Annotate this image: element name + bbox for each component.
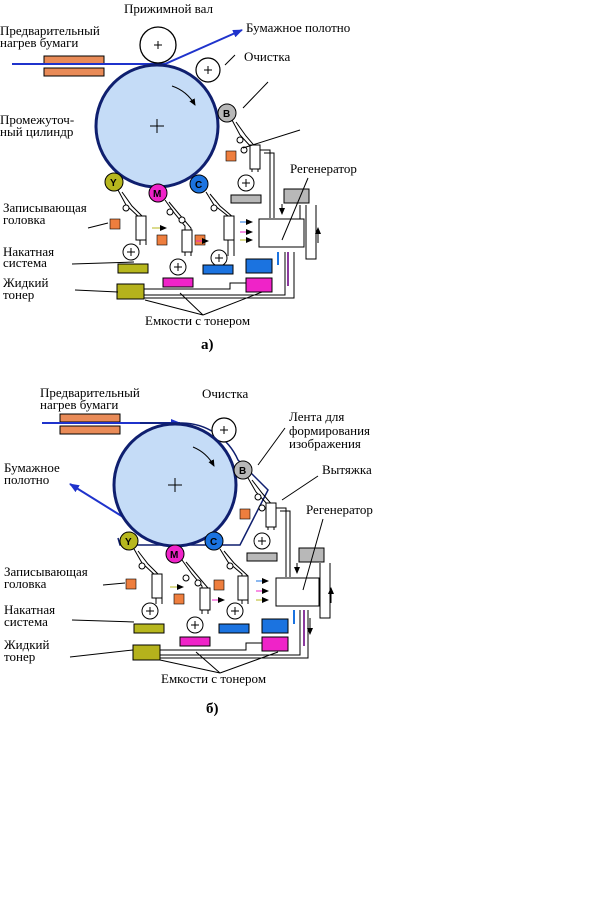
unit-c-letter-b: C — [210, 537, 217, 548]
orange-block — [213, 579, 225, 591]
label-liquid-toner-1: Жидкий — [3, 275, 48, 290]
write-head-block — [109, 218, 121, 230]
write-head-block — [125, 578, 137, 590]
preheater-bottom — [43, 67, 105, 77]
unit-y-roller-b — [119, 531, 139, 551]
orange-block — [194, 234, 206, 246]
label-liquid-toner-2-b: тонер — [4, 649, 35, 664]
unit-y-letter: Y — [110, 178, 117, 189]
unit-c-roller — [189, 174, 209, 194]
toner-tank-liquid — [116, 283, 145, 300]
label-cylinder-1: Промежуточ- — [0, 112, 74, 127]
unit-c-roller-b — [204, 531, 224, 551]
label-cleaning: Очистка — [244, 49, 290, 64]
toner-tank-magenta — [245, 277, 273, 293]
developer-units-a — [117, 119, 262, 288]
regenerator-top-gray-b — [298, 547, 325, 563]
diagram-b: B C M Y — [4, 385, 373, 717]
label-toner-tanks-b: Емкости с тонером — [161, 671, 266, 686]
label-regenerator: Регенератор — [290, 161, 357, 176]
unit-m-roller-b — [165, 544, 185, 564]
label-liquid-toner-1-b: Жидкий — [4, 637, 49, 652]
diagram-a: B C M Y — [0, 1, 357, 353]
preheater-bottom-b — [59, 425, 121, 435]
label-paper-web: Бумажное полотно — [246, 20, 350, 35]
label-roller-system-1: Накатная — [3, 244, 54, 259]
regenerator-box-b — [275, 577, 320, 607]
orange-block — [173, 593, 185, 605]
toner-tank-cyan-b — [261, 618, 289, 634]
label-belt-1: Лента для — [289, 409, 344, 424]
toner-tank-liquid-b — [132, 644, 161, 661]
preheater-top-b — [59, 413, 121, 423]
regenerator-box-a — [258, 218, 305, 248]
caption-b: б) — [206, 701, 219, 717]
unit-m-letter-b: M — [170, 550, 178, 561]
label-toner-tanks: Емкости с тонером — [145, 313, 250, 328]
label-paper-web-2-b: полотно — [4, 472, 49, 487]
preheater-top — [43, 55, 105, 65]
unit-m-letter: M — [153, 189, 161, 200]
label-write-head-2: головка — [3, 212, 46, 227]
orange-block — [239, 508, 251, 520]
label-preheat-1: Предварительный — [0, 23, 100, 38]
unit-b-roller — [217, 103, 237, 123]
unit-y-roller — [104, 172, 124, 192]
label-regenerator-b: Регенератор — [306, 502, 373, 517]
label-preheat-2-b: нагрев бумаги — [40, 397, 118, 412]
developer-units-b — [133, 477, 278, 647]
label-paper-web-1-b: Бумажное — [4, 460, 60, 475]
toner-tank-magenta-b — [261, 636, 289, 652]
unit-b-letter-b: B — [239, 466, 246, 477]
unit-m-roller — [148, 183, 168, 203]
label-roller-system-2-b: система — [4, 614, 48, 629]
regenerator-top-gray — [283, 188, 310, 204]
orange-block — [225, 150, 237, 162]
label-cleaning-b: Очистка — [202, 386, 248, 401]
toner-tank-cyan — [245, 258, 273, 274]
caption-a: а) — [201, 337, 214, 353]
paper-web-line — [12, 29, 243, 65]
label-preheat-2: нагрев бумаги — [0, 35, 78, 50]
label-belt-3: изображения — [289, 436, 361, 451]
label-write-head-2-b: головка — [4, 576, 47, 591]
orange-block — [156, 234, 168, 246]
label-liquid-toner-2: тонер — [3, 287, 34, 302]
label-extraction: Вытяжка — [322, 462, 372, 477]
label-pressure-roller: Прижимной вал — [124, 1, 214, 16]
label-cylinder-2: ный цилиндр — [0, 124, 73, 139]
unit-y-letter-b: Y — [125, 537, 132, 548]
label-belt-2: формирования — [289, 423, 370, 438]
label-write-head-1-b: Записывающая — [4, 564, 88, 579]
unit-b-letter: B — [223, 109, 230, 120]
unit-c-letter: C — [195, 180, 202, 191]
unit-b-roller-b — [233, 460, 253, 480]
label-preheat-1-b: Предварительный — [40, 385, 140, 400]
label-write-head-1: Записывающая — [3, 200, 87, 215]
label-roller-system-1-b: Накатная — [4, 602, 55, 617]
label-roller-system-2: система — [3, 255, 47, 270]
